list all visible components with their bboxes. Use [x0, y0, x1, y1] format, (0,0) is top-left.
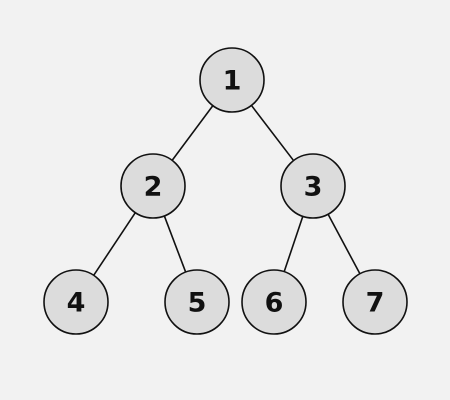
node-label: 3: [304, 172, 323, 203]
node-circle: [280, 153, 346, 219]
tree-edge-2-4: [93, 212, 136, 276]
node-label: 1: [223, 66, 242, 97]
node-label: 2: [144, 172, 163, 203]
tree-node-5: 5: [164, 269, 230, 335]
tree-node-3: 3: [280, 153, 346, 219]
tree-node-1: 1: [199, 47, 265, 113]
tree-edge-3-7: [327, 213, 361, 275]
node-circle: [43, 269, 109, 335]
tree-node-7: 7: [342, 269, 408, 335]
node-circle: [241, 269, 307, 335]
node-label: 6: [265, 288, 284, 319]
node-circle: [120, 153, 186, 219]
tree-node-2: 2: [120, 153, 186, 219]
tree-edge-1-2: [171, 105, 214, 161]
node-circle: [164, 269, 230, 335]
tree-edge-2-5: [163, 215, 187, 273]
node-label: 4: [67, 288, 86, 319]
node-label: 7: [366, 288, 385, 319]
nodes-layer: 1 2 3 4 5 6 7: [43, 47, 408, 335]
tree-node-6: 6: [241, 269, 307, 335]
node-label: 5: [188, 288, 207, 319]
node-circle: [199, 47, 265, 113]
tree-edge-3-6: [283, 216, 304, 272]
tree-edge-1-3: [250, 104, 295, 162]
node-circle: [342, 269, 408, 335]
edges-layer: [93, 104, 361, 276]
tree-node-4: 4: [43, 269, 109, 335]
